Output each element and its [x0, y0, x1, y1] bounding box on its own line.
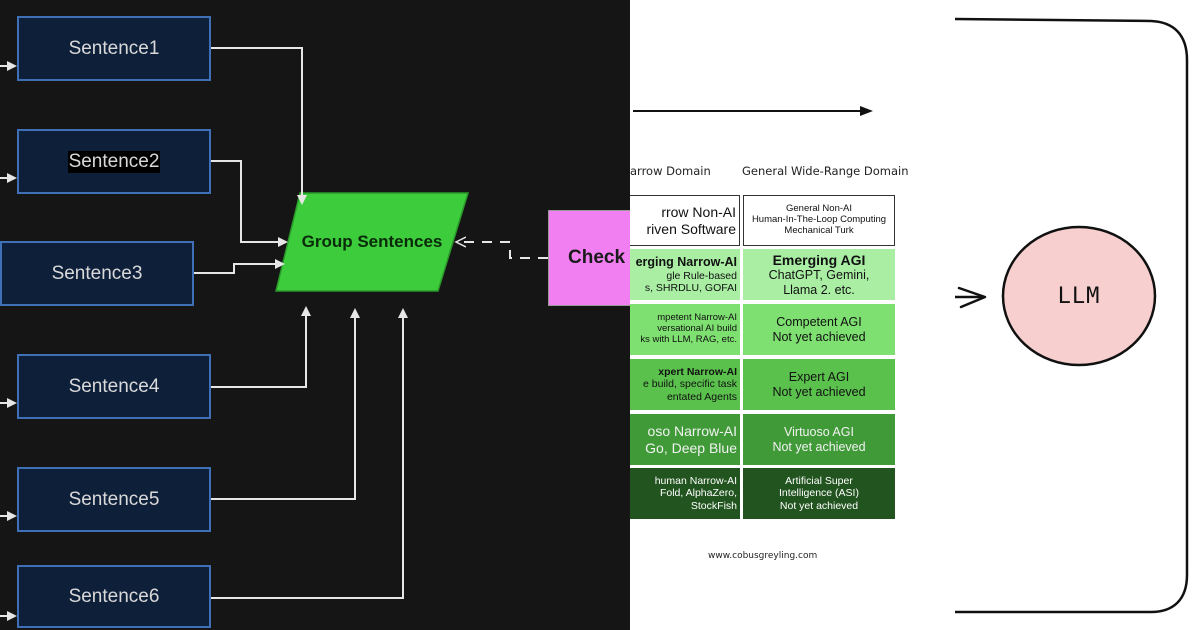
flowchart-connectors — [0, 47, 548, 621]
general-cell-text: Not yet achieved — [779, 499, 859, 512]
sentence3-label: Sentence3 — [51, 262, 143, 284]
general-cell-asi: Artificial Super Intelligence (ASI) Not … — [743, 468, 895, 519]
narrow-cell-competent: mpetent Narrow-AI versational AI build k… — [630, 304, 740, 355]
check-box[interactable]: Check S — [548, 210, 630, 306]
narrow-cell-text: e build, specific task — [643, 378, 737, 391]
sentence6-box[interactable]: Sentence6 — [17, 565, 211, 628]
domain-arrow — [633, 106, 873, 116]
group-sentences-shape[interactable] — [275, 192, 470, 292]
general-cell-text: Not yet achieved — [772, 329, 866, 344]
sentence2-box[interactable]: Sentence2 — [17, 129, 211, 194]
narrow-cell-text: erging Narrow-AI — [635, 255, 737, 270]
connector-check-to-group — [456, 242, 548, 259]
narrow-cell-text: xpert Narrow-AI — [658, 366, 737, 379]
sentence5-box[interactable]: Sentence5 — [17, 467, 211, 532]
general-cell-text: Competent AGI — [776, 315, 862, 330]
narrow-cell-text: oso Narrow-AI — [647, 423, 737, 440]
narrow-cell-text: riven Software — [646, 220, 736, 237]
general-cell-virtuoso: Virtuoso AGI Not yet achieved — [743, 414, 895, 465]
connector-sentence3 — [194, 259, 285, 274]
sentence1-box[interactable]: Sentence1 — [17, 16, 211, 81]
narrow-cell-text: Fold, AlphaZero, — [659, 487, 737, 500]
general-cell-text: Virtuoso AGI — [784, 425, 854, 440]
narrow-cell-text: StockFish — [690, 499, 737, 512]
narrow-cell-virtuoso: oso Narrow-AI Go, Deep Blue — [630, 414, 740, 465]
general-cell-expert: Expert AGI Not yet achieved — [743, 359, 895, 410]
narrow-domain-header: arrow Domain — [630, 164, 711, 178]
general-cell-text: General Non-AI — [785, 203, 852, 215]
narrow-cell-text: mpetent Narrow-AI — [657, 312, 737, 324]
general-cell-emerging: Emerging AGI ChatGPT, Gemini, Llama 2. e… — [743, 249, 895, 300]
general-cell-text: Intelligence (ASI) — [779, 487, 859, 500]
general-cell-text: ChatGPT, Gemini, — [768, 268, 870, 283]
sentence3-box[interactable]: Sentence3 — [0, 241, 194, 306]
sentence2-label: Sentence2 — [67, 150, 161, 173]
narrow-cell-text: ks with LLM, RAG, etc. — [640, 333, 737, 345]
sketch-arrow-head — [957, 286, 987, 309]
general-domain-header: General Wide-Range Domain — [742, 164, 909, 178]
connector-sentence6 — [211, 308, 408, 599]
sketch-frame — [955, 17, 1189, 614]
sentence4-label: Sentence4 — [68, 375, 160, 397]
sketch-drawing — [955, 17, 1189, 614]
general-cell-text: Expert AGI — [788, 370, 850, 385]
general-cell-text: Not yet achieved — [772, 384, 866, 399]
general-cell-text: Llama 2. etc. — [783, 282, 855, 297]
general-cell-text: Emerging AGI — [772, 252, 866, 269]
llm-circle[interactable] — [1001, 225, 1157, 367]
general-cell-text: Artificial Super — [785, 475, 853, 488]
check-label: Check S — [568, 247, 630, 268]
narrow-cell-text: Go, Deep Blue — [645, 439, 737, 456]
llm-label: LLM — [1057, 283, 1101, 309]
narrow-cell-text: human Narrow-AI — [654, 475, 737, 488]
narrow-cell-text: gle Rule-based — [666, 269, 737, 282]
connector-sentence5 — [211, 308, 360, 500]
sentence1-label: Sentence1 — [68, 37, 160, 59]
narrow-cell-text: s, SHRDLU, GOFAI — [644, 281, 737, 294]
narrow-cell-non-ai: rrow Non-AI riven Software — [630, 195, 740, 246]
narrow-cell-emerging: erging Narrow-AI gle Rule-based s, SHRDL… — [630, 249, 740, 300]
connector-sentence4 — [211, 306, 311, 388]
sentence4-box[interactable]: Sentence4 — [17, 354, 211, 419]
general-cell-text: Not yet achieved — [772, 439, 866, 454]
llm-sketch-panel: LLM — [955, 0, 1200, 630]
narrow-cell-superhuman: human Narrow-AI Fold, AlphaZero, StockFi… — [630, 468, 740, 519]
flowchart-panel: Sentence1 Sentence2 Sentence3 Sentence4 … — [0, 0, 630, 630]
narrow-cell-text: versational AI build — [657, 323, 737, 335]
general-cell-text: Human-In-The-Loop Computing — [751, 214, 887, 226]
agi-levels-panel: arrow Domain General Wide-Range Domain r… — [630, 0, 955, 630]
sentence5-label: Sentence5 — [68, 488, 160, 510]
general-cell-non-ai: General Non-AI Human-In-The-Loop Computi… — [743, 195, 895, 246]
narrow-cell-text: entated Agents — [666, 390, 737, 403]
narrow-cell-text: rrow Non-AI — [661, 204, 736, 221]
general-cell-text: Mechanical Turk — [784, 224, 854, 236]
connector-sentence1 — [211, 47, 307, 205]
connector-sentence2 — [211, 160, 288, 247]
sentence6-label: Sentence6 — [68, 585, 160, 607]
general-cell-competent: Competent AGI Not yet achieved — [743, 304, 895, 355]
group-sentences-label: Group Sentences — [301, 232, 443, 251]
website-credit: www.cobusgreyling.com — [708, 551, 818, 561]
narrow-cell-expert: xpert Narrow-AI e build, specific task e… — [630, 359, 740, 410]
